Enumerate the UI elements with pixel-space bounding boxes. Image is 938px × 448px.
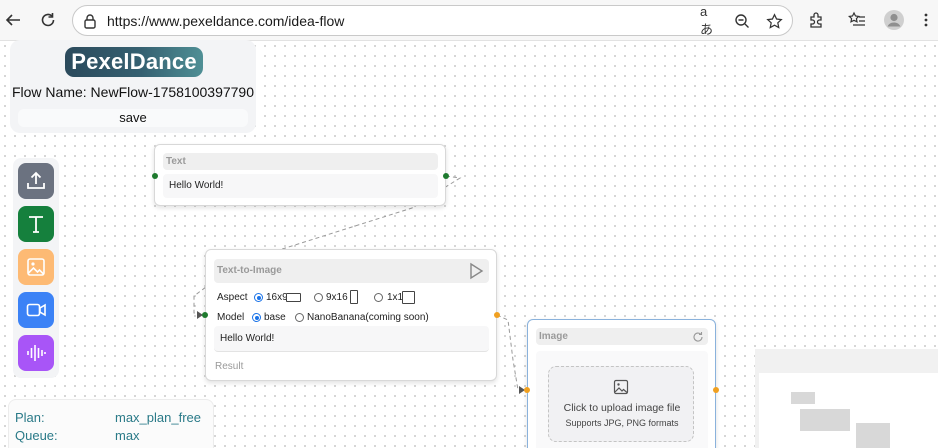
- aspect-option-9x16[interactable]: 9x16: [326, 292, 348, 303]
- aspect-option-1x1[interactable]: 1x1: [387, 292, 404, 303]
- ratio-9x16-icon: [350, 290, 358, 304]
- image-upload-icon: [613, 379, 629, 395]
- minimap-viewport: [759, 373, 938, 448]
- aspect-label: Aspect: [217, 292, 248, 303]
- minimap-node: [800, 409, 850, 431]
- back-arrow-icon[interactable]: [2, 9, 24, 31]
- text-node-input-port[interactable]: [152, 173, 158, 179]
- address-bar[interactable]: https://www.pexeldance.com/idea-flow aあ: [72, 4, 793, 37]
- more-menu-icon[interactable]: [917, 9, 935, 31]
- t2i-prompt[interactable]: Hello World!: [214, 326, 489, 352]
- queue-label: Queue:: [15, 428, 58, 443]
- minimap-node: [856, 423, 890, 448]
- plan-value: max_plan_free: [115, 410, 201, 425]
- text-node-title[interactable]: Text: [163, 153, 438, 170]
- t2i-result-label: Result: [215, 361, 244, 372]
- image-output-port[interactable]: [713, 387, 719, 393]
- text-tool-button[interactable]: [18, 206, 54, 242]
- ratio-16x9-icon: [286, 293, 301, 302]
- text-to-image-node[interactable]: Text-to-Image Aspect 16x9 9x16 1x1 Model…: [205, 249, 497, 381]
- url-text[interactable]: https://www.pexeldance.com/idea-flow: [107, 13, 345, 29]
- upload-zone[interactable]: Click to upload image file Supports JPG,…: [548, 366, 694, 442]
- edge-t2i-to-image: [496, 314, 525, 392]
- image-drop-area: Click to upload image file Supports JPG,…: [536, 351, 708, 448]
- t2i-node-title[interactable]: Text-to-Image: [214, 259, 489, 283]
- edge-arrow-head: [197, 311, 203, 319]
- node-toolbox: [13, 158, 59, 378]
- text-t-icon: [29, 216, 43, 233]
- aspect-radio-16x9[interactable]: [254, 293, 263, 302]
- brand-panel: PexelDance Flow Name: NewFlow-1758100397…: [10, 40, 256, 133]
- video-icon: [26, 303, 46, 317]
- lock-icon[interactable]: [81, 12, 99, 30]
- model-option-base[interactable]: base: [264, 312, 286, 323]
- upload-hint: Supports JPG, PNG formats: [565, 418, 679, 428]
- t2i-input-port[interactable]: [202, 312, 208, 318]
- t2i-output-port[interactable]: [494, 312, 500, 318]
- ratio-1x1-icon: [402, 291, 415, 304]
- image-tool-button[interactable]: [18, 249, 54, 285]
- browser-toolbar: https://www.pexeldance.com/idea-flow aあ: [0, 0, 938, 41]
- video-tool-button[interactable]: [18, 292, 54, 328]
- flow-name: Flow Name: NewFlow-1758100397790: [11, 84, 255, 100]
- favorite-star-icon[interactable]: [764, 11, 784, 31]
- minimap-node: [791, 392, 815, 404]
- text-node-output-port[interactable]: [443, 173, 449, 179]
- upload-tool-button[interactable]: [18, 163, 54, 199]
- aspect-option-16x9[interactable]: 16x9: [266, 292, 288, 303]
- model-option-nanobanana[interactable]: NanoBanana(coming soon): [307, 312, 429, 323]
- audio-tool-button[interactable]: [18, 335, 54, 371]
- image-node[interactable]: Image Click to upload image file Support…: [527, 319, 716, 448]
- upload-text[interactable]: Click to upload image file: [563, 402, 681, 414]
- aspect-radio-1x1[interactable]: [374, 293, 383, 302]
- model-label: Model: [217, 312, 245, 323]
- save-button[interactable]: save: [18, 109, 248, 127]
- text-node[interactable]: Text Hello World!: [154, 144, 446, 206]
- edge-arrow-head: [519, 386, 525, 394]
- refresh-icon[interactable]: [692, 330, 704, 342]
- image-node-title[interactable]: Image: [536, 328, 708, 345]
- refresh-icon[interactable]: [37, 9, 59, 31]
- plan-panel: Plan: max_plan_free Queue: max: [8, 399, 214, 448]
- image-icon: [27, 258, 45, 276]
- model-radio-nanobanana[interactable]: [295, 313, 304, 322]
- model-radio-base[interactable]: [252, 313, 261, 322]
- extensions-puzzle-icon[interactable]: [806, 9, 828, 31]
- zoom-out-icon[interactable]: [732, 11, 752, 31]
- image-input-port[interactable]: [524, 387, 530, 393]
- run-play-icon[interactable]: [468, 262, 486, 280]
- aspect-radio-9x16[interactable]: [314, 293, 323, 302]
- plan-label: Plan:: [15, 410, 45, 425]
- audio-wave-icon: [27, 345, 46, 361]
- favorites-list-icon[interactable]: [846, 9, 868, 31]
- upload-icon: [27, 171, 45, 189]
- text-node-content[interactable]: Hello World!: [163, 174, 438, 198]
- queue-value: max: [115, 428, 140, 443]
- minimap[interactable]: [755, 349, 938, 448]
- pexeldance-logo: PexelDance: [65, 47, 203, 77]
- profile-avatar-icon[interactable]: [883, 9, 905, 31]
